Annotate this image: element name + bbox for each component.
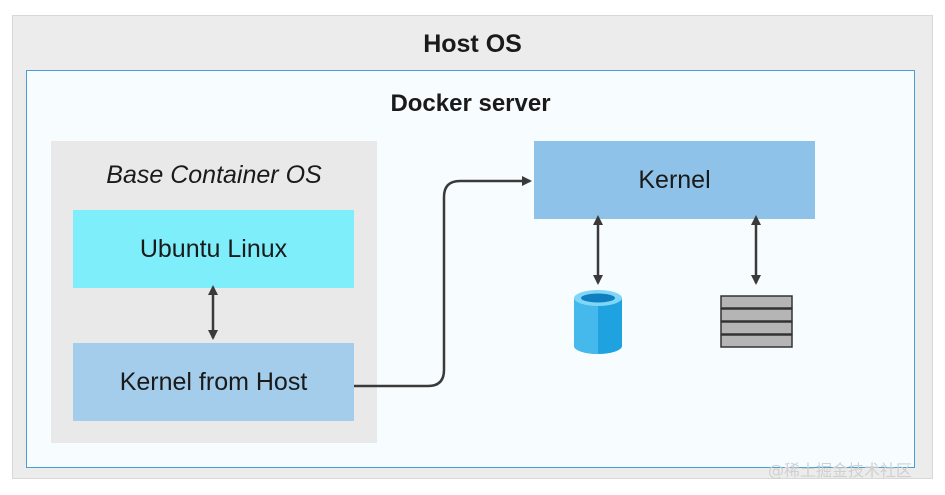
host-os-title: Host OS [423,30,522,58]
watermark: @稀土掘金技术社区 [768,461,913,480]
kernel-label: Kernel [638,165,711,194]
kernel-from-host-box: Kernel from Host [73,343,354,421]
ubuntu-linux-label: Ubuntu Linux [139,234,288,263]
base-container-os-title: Base Container OS [106,161,322,189]
kernel-box: Kernel [534,141,815,219]
kernel-from-host-label: Kernel from Host [119,367,308,396]
ubuntu-linux-box: Ubuntu Linux [73,210,354,288]
kernel-from-host-to-kernel-arrow [354,176,532,388]
database-icon [574,290,622,354]
docker-server-title: Docker server [390,90,551,117]
server-rack-icon [720,295,793,348]
